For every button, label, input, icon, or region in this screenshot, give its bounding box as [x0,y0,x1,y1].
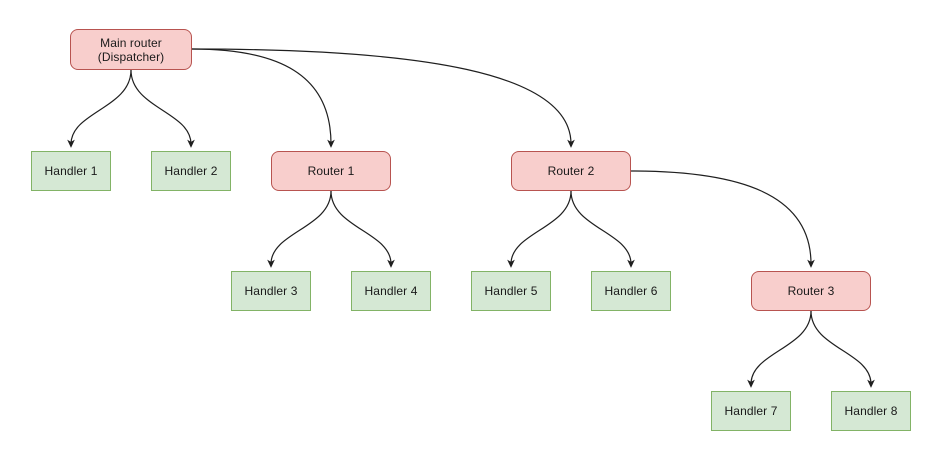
node-handler-2[interactable]: Handler 2 [151,151,231,191]
edge-router-2-to-handler-6 [570,190,635,268]
node-handler-6[interactable]: Handler 6 [591,271,671,311]
node-label-handler-3: Handler 3 [244,284,298,298]
node-label-handler-1: Handler 1 [44,164,98,178]
node-router-3[interactable]: Router 3 [751,271,871,311]
node-label-handler-2: Handler 2 [164,164,218,178]
edge-main-to-handler-2 [130,69,195,148]
edge-router-1-to-handler-3 [267,190,332,268]
edge-router-1-to-handler-4 [330,190,395,268]
edge-router-2-to-router-3 [630,170,815,268]
node-label-router-1: Router 1 [307,164,355,178]
node-label-main-router: Main router (Dispatcher) [97,35,165,64]
edge-main-to-router-1 [191,48,335,148]
edge-main-to-router-2 [191,48,575,148]
node-label-router-3: Router 3 [787,284,835,298]
node-handler-8[interactable]: Handler 8 [831,391,911,431]
node-label-handler-5: Handler 5 [484,284,538,298]
node-label-handler-4: Handler 4 [364,284,418,298]
node-router-1[interactable]: Router 1 [271,151,391,191]
node-handler-4[interactable]: Handler 4 [351,271,431,311]
node-label-handler-6: Handler 6 [604,284,658,298]
node-label-handler-7: Handler 7 [724,404,778,418]
node-router-2[interactable]: Router 2 [511,151,631,191]
node-label-handler-8: Handler 8 [844,404,898,418]
edge-router-2-to-handler-5 [507,190,572,268]
edge-main-to-handler-1 [67,69,132,148]
node-handler-5[interactable]: Handler 5 [471,271,551,311]
node-handler-7[interactable]: Handler 7 [711,391,791,431]
edge-router-3-to-handler-8 [810,310,875,388]
node-label-router-2: Router 2 [547,164,595,178]
node-handler-3[interactable]: Handler 3 [231,271,311,311]
edge-router-3-to-handler-7 [747,310,812,388]
node-main-router[interactable]: Main router (Dispatcher) [70,29,192,70]
edge-paths-group [67,48,875,388]
node-handler-1[interactable]: Handler 1 [31,151,111,191]
